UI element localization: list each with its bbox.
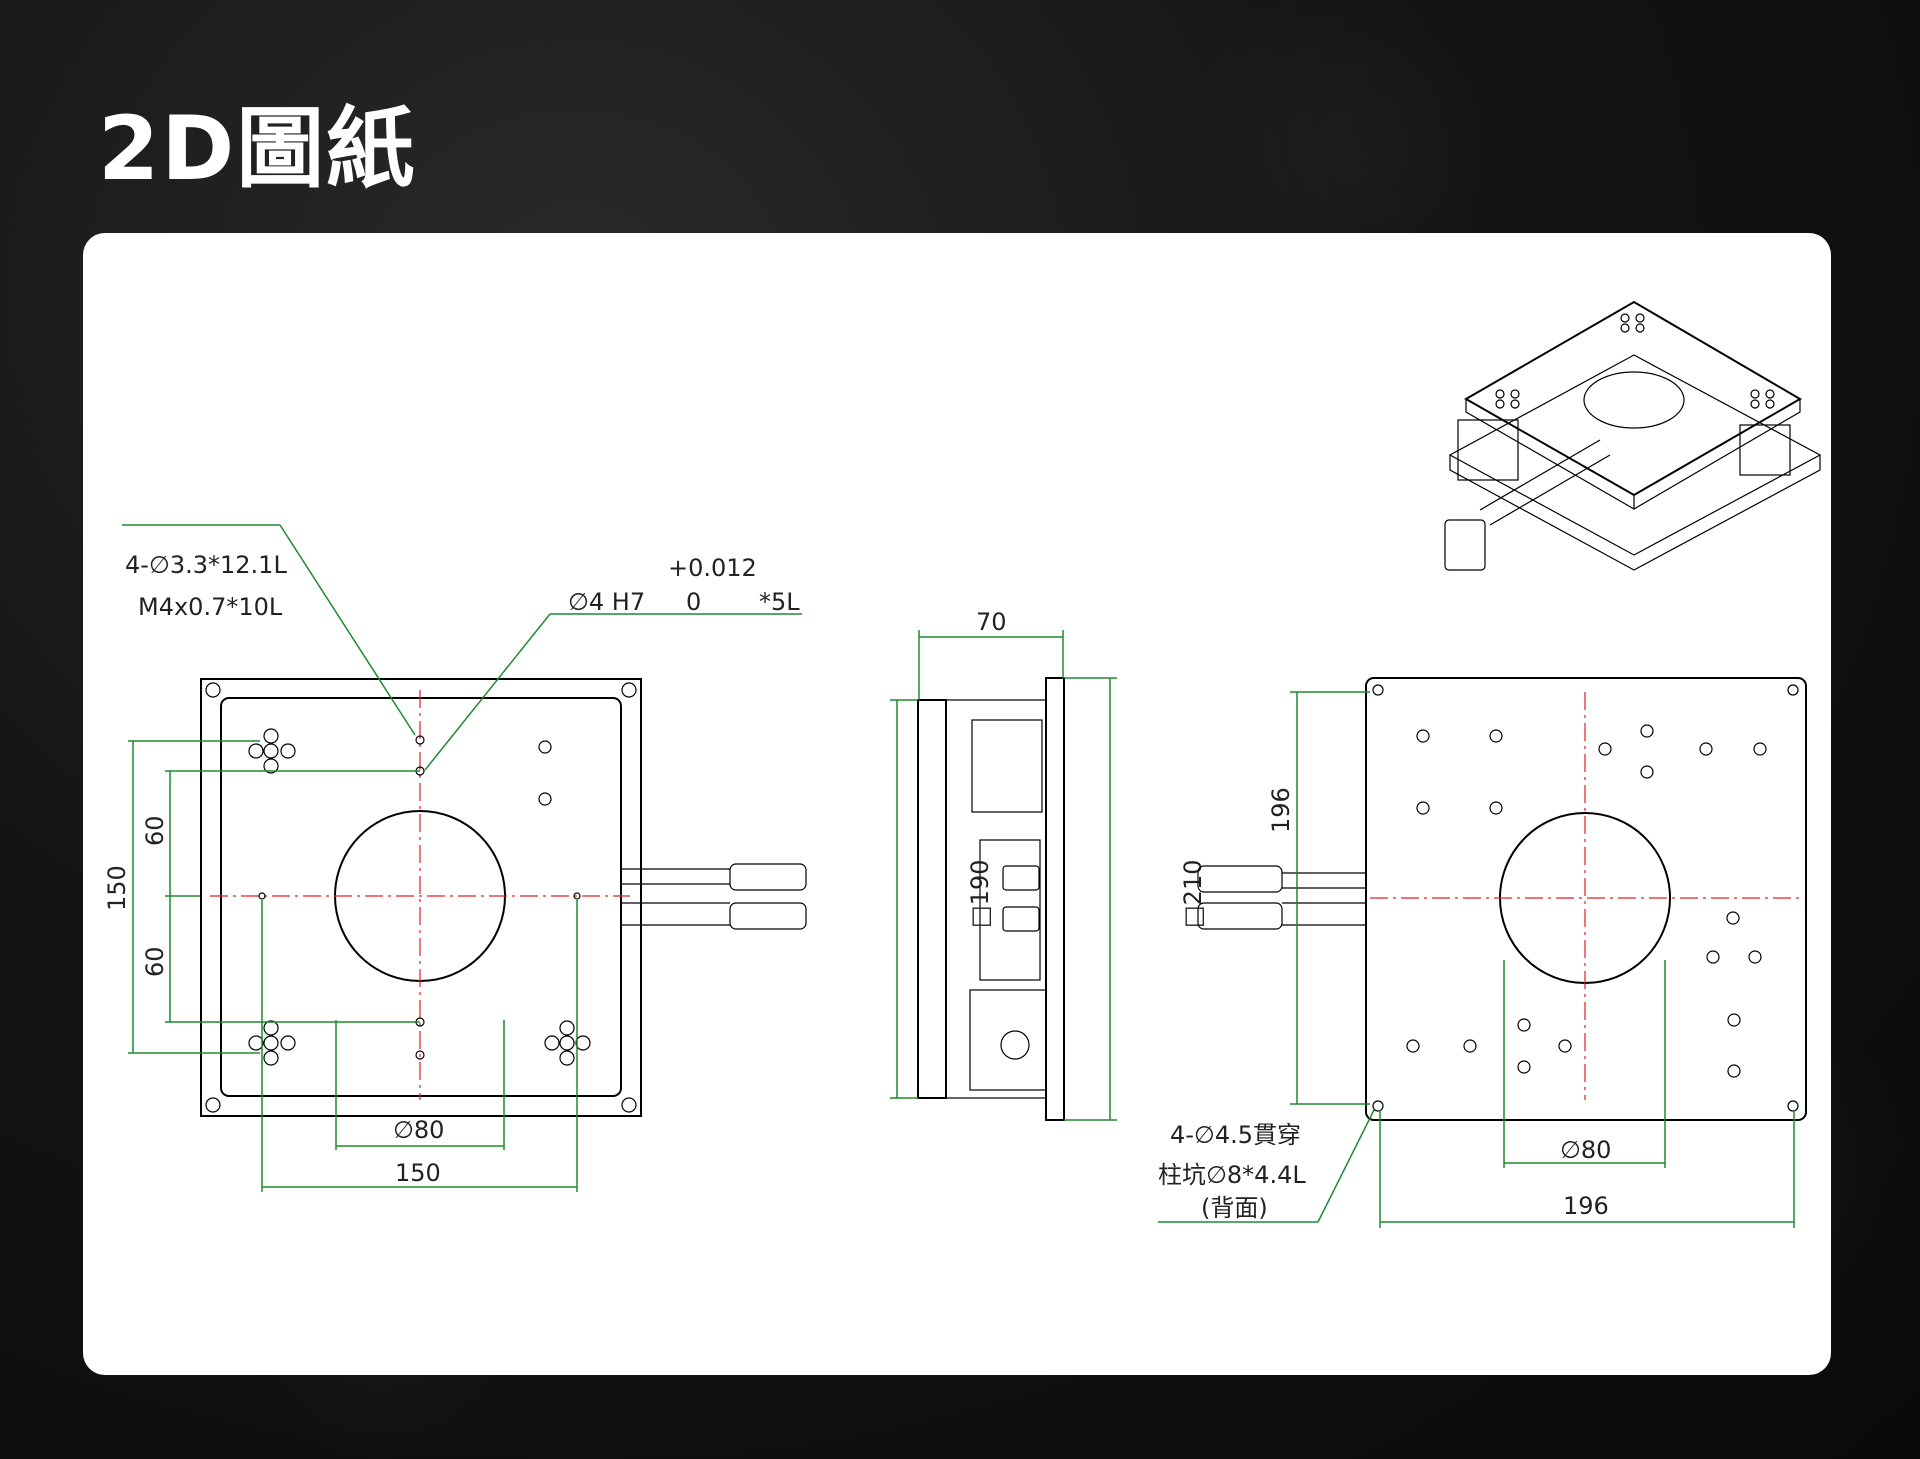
dim-bottom-196-h: 196	[1563, 1192, 1609, 1220]
iso-base-plate	[1448, 354, 1822, 556]
bottom-connector-upper	[1197, 865, 1283, 893]
dim-front-bore: ∅80	[393, 1116, 444, 1144]
dim-bottom-bore: ∅80	[1560, 1136, 1611, 1164]
dim-front-150-v: 150	[103, 865, 131, 911]
side-view	[890, 630, 1117, 1121]
pin-depth: *5L	[759, 588, 800, 616]
front-view	[122, 524, 807, 1192]
side-plate-right	[1045, 677, 1065, 1121]
front-connector-upper	[729, 863, 807, 891]
front-base-plate	[200, 678, 642, 1117]
front-top-plate	[220, 697, 622, 1097]
bottom-hole-note-1: 4-∅4.5貫穿	[1170, 1121, 1301, 1149]
dim-front-60-lower: 60	[141, 946, 169, 977]
dim-bottom-196-v: 196	[1267, 787, 1295, 833]
bottom-connector-lower	[1197, 902, 1283, 930]
pin-tol-upper: +0.012	[668, 554, 757, 582]
dim-side-190: □190	[966, 860, 994, 928]
iso-bore	[1583, 371, 1685, 429]
side-plate-left	[917, 699, 947, 1099]
drawing-card: 4-∅3.3*12.1L M4x0.7*10L +0.012 ∅4 H7 0 *…	[83, 233, 1831, 1375]
front-hole-cluster-br	[544, 1020, 591, 1066]
front-connector-lower	[729, 902, 807, 930]
side-connector-block	[979, 839, 1041, 981]
iso-connector	[1444, 519, 1486, 571]
bottom-hole-note-3: (背面)	[1201, 1194, 1268, 1222]
front-hole-cluster-tl	[248, 728, 296, 774]
bottom-holes	[1406, 724, 1767, 1078]
front-hole-note-1: 4-∅3.3*12.1L	[125, 551, 287, 579]
bottom-view	[1158, 677, 1807, 1228]
front-hole-note-2: M4x0.7*10L	[138, 593, 283, 621]
front-hole-cluster-bl	[248, 1020, 296, 1066]
side-motor	[971, 719, 1043, 813]
bottom-hole-note-2: 柱坑∅8*4.4L	[1158, 1161, 1306, 1189]
engineering-drawing: 4-∅3.3*12.1L M4x0.7*10L +0.012 ∅4 H7 0 *…	[103, 300, 1822, 1228]
isometric-view	[1444, 300, 1822, 571]
pin-tol-lower: 0	[686, 588, 701, 616]
iso-top-plate	[1463, 300, 1802, 497]
dim-side-70: 70	[976, 608, 1007, 636]
page-title: 2D圖紙	[98, 97, 417, 200]
dim-front-150-h: 150	[395, 1159, 441, 1187]
bottom-plate	[1365, 677, 1807, 1121]
side-terminal	[969, 989, 1047, 1091]
dim-front-60-upper: 60	[141, 815, 169, 846]
dim-side-210: □210	[1179, 860, 1207, 928]
pin-note-dia: ∅4 H7	[568, 588, 645, 616]
